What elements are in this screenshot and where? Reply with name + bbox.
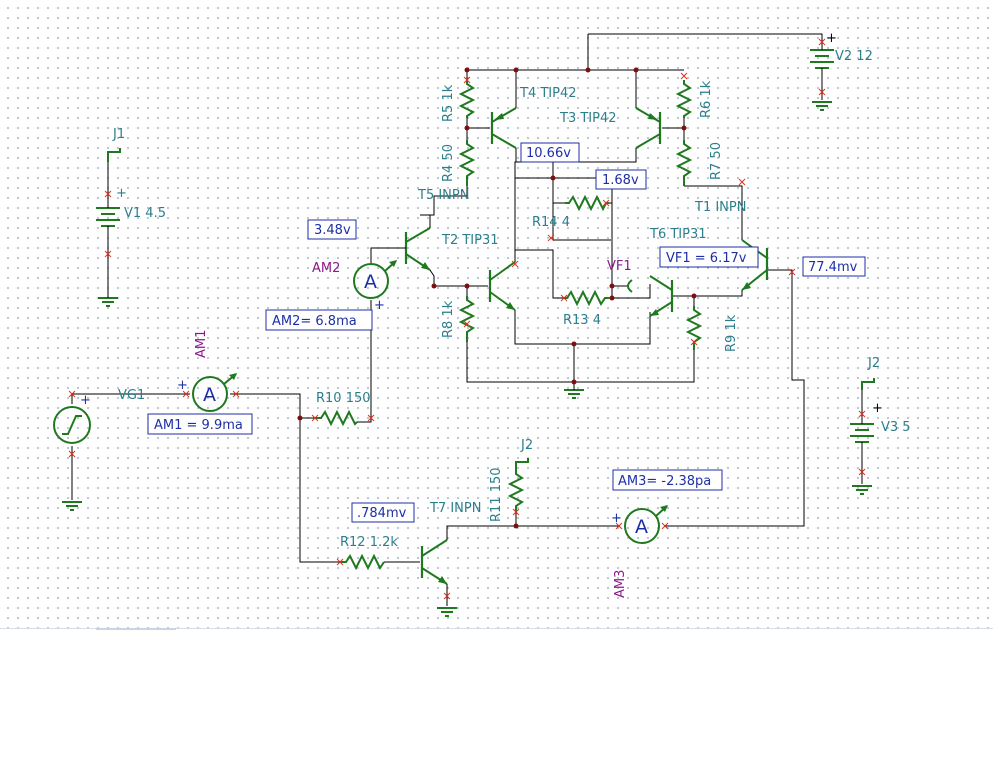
label-vg1: VG1 <box>118 388 145 403</box>
label-r12: R12 1.2k <box>340 535 398 550</box>
resistor-r13[interactable] <box>563 289 609 307</box>
polarity-am3: + <box>611 511 622 526</box>
label-r14: R14 4 <box>532 215 570 230</box>
transistor-t6[interactable] <box>649 275 674 317</box>
polarity-v1: + <box>116 186 127 201</box>
schematic-canvas[interactable]: A A A <box>0 0 993 628</box>
label-am2: AM2 <box>312 261 340 276</box>
junction-dots <box>297 67 697 529</box>
resistor-r14[interactable] <box>565 194 609 212</box>
readout-am1: AM1 = 9.9ma <box>147 413 253 435</box>
battery-v1[interactable] <box>96 192 120 228</box>
resistor-r9[interactable] <box>685 306 703 350</box>
label-t2: T2 TIP31 <box>441 233 499 248</box>
label-r5: R5 1k <box>441 84 456 122</box>
resistor-r5[interactable] <box>458 80 476 118</box>
readout-am1-text: AM1 = 9.9ma <box>154 418 243 433</box>
readout-voltage-r14-text: 1.68v <box>602 173 639 188</box>
readout-output-mv: 77.4mv <box>802 256 866 277</box>
transistor-t4[interactable] <box>490 107 517 149</box>
readout-voltage-t4-collector: 10.66v <box>520 142 580 163</box>
jumper-j2-right[interactable] <box>861 378 875 390</box>
resistor-r7[interactable] <box>675 140 693 186</box>
resistor-r6[interactable] <box>675 80 693 118</box>
readout-vf1: VF1 = 6.17v <box>659 246 759 268</box>
label-r11: R11 150 <box>489 467 504 522</box>
label-t1: T1 INPN <box>694 200 746 215</box>
label-am3: AM3 <box>613 570 628 598</box>
readout-voltage-t4-collector-text: 10.66v <box>526 146 571 161</box>
ground-symbols <box>62 101 872 617</box>
battery-v3[interactable] <box>850 420 874 446</box>
readout-am2: AM2= 6.8ma <box>265 309 373 331</box>
ammeter-am1[interactable]: A <box>192 373 237 412</box>
label-j1: J1 <box>112 127 125 142</box>
label-r4: R4 50 <box>441 144 456 182</box>
ammeter-am2-symbol: A <box>364 271 377 293</box>
label-t6: T6 TIP31 <box>649 227 707 242</box>
label-v2: V2 12 <box>835 49 873 64</box>
transistor-t7[interactable] <box>420 539 448 585</box>
label-vf1: VF1 <box>607 259 632 274</box>
label-r10: R10 150 <box>316 391 371 406</box>
jumper-j1[interactable] <box>107 148 121 162</box>
readout-am3-text: AM3= -2.38pa <box>618 474 711 489</box>
ammeter-am3[interactable]: A <box>624 505 668 544</box>
status-area <box>0 628 993 768</box>
pin-markers <box>68 38 866 600</box>
label-t7: T7 INPN <box>429 501 481 516</box>
readout-voltage-t5-base-text: 3.48v <box>314 223 351 238</box>
transistor-t3[interactable] <box>635 107 662 149</box>
canvas-bottom-border <box>0 628 993 629</box>
readout-t7-base: .784mv <box>351 502 415 523</box>
label-am1: AM1 <box>194 330 209 358</box>
label-r6: R6 1k <box>699 80 714 118</box>
polarity-am2: + <box>374 298 385 313</box>
label-r9: R9 1k <box>724 314 739 352</box>
resistor-r10[interactable] <box>315 409 358 427</box>
resistor-r12[interactable] <box>340 553 385 571</box>
resistor-r4[interactable] <box>458 140 476 186</box>
resistor-r8[interactable] <box>458 296 476 342</box>
ammeter-am1-symbol: A <box>203 384 216 406</box>
label-r7: R7 50 <box>709 142 724 180</box>
label-t4: T4 TIP42 <box>519 86 577 101</box>
label-j2-upper: J2 <box>520 438 533 453</box>
label-v1: V1 4.5 <box>124 206 166 221</box>
component-labels: J1 V1 4.5 VG1 AM1 AM2 AM3 R10 150 R12 1.… <box>80 31 911 598</box>
label-r8: R8 1k <box>441 300 456 338</box>
label-r13: R13 4 <box>563 313 601 328</box>
label-t5: T5 INPN <box>417 188 469 203</box>
signal-generator-vg1[interactable] <box>53 406 91 444</box>
label-t3: T3 TIP42 <box>559 111 617 126</box>
readout-am2-text: AM2= 6.8ma <box>272 314 357 329</box>
readout-t7-base-text: .784mv <box>357 506 407 521</box>
resistor-r11[interactable] <box>507 470 525 512</box>
readout-vf1-text: VF1 = 6.17v <box>666 251 747 266</box>
transistor-t2[interactable] <box>488 261 516 311</box>
ammeter-am3-symbol: A <box>635 516 648 538</box>
label-j2-right: J2 <box>867 356 880 371</box>
polarity-v2: + <box>826 31 837 46</box>
polarity-v3: + <box>872 401 883 416</box>
jumper-j2-upper[interactable] <box>515 458 529 470</box>
voltage-probe-vf1[interactable] <box>627 279 633 293</box>
readout-voltage-r14: 1.68v <box>595 169 647 190</box>
readout-voltage-t5-base: 3.48v <box>307 219 357 240</box>
ammeter-am2[interactable]: A <box>353 260 397 299</box>
scroll-tab[interactable] <box>96 628 176 630</box>
label-v3: V3 5 <box>881 420 911 435</box>
schematic-drawing: A A A <box>53 31 911 617</box>
polarity-am1: + <box>177 378 188 393</box>
readout-output-mv-text: 77.4mv <box>808 260 858 275</box>
readout-am3: AM3= -2.38pa <box>612 469 723 491</box>
battery-v2[interactable] <box>810 44 834 82</box>
transistor-t5[interactable] <box>404 215 435 286</box>
polarity-vg1: + <box>80 393 91 408</box>
